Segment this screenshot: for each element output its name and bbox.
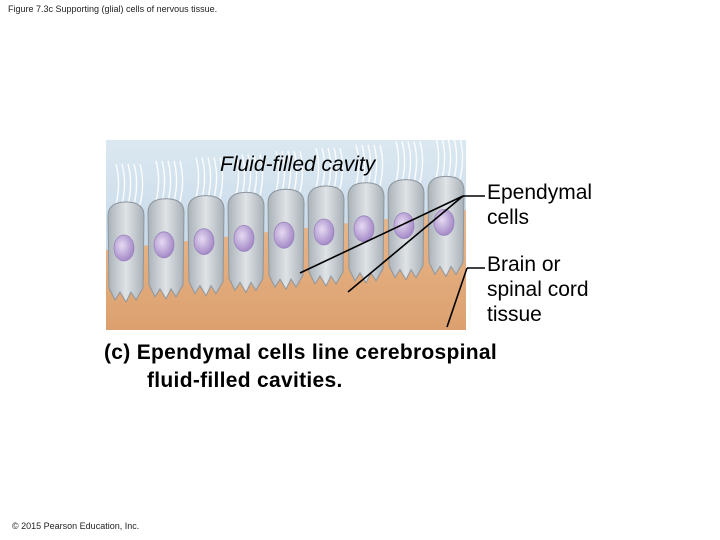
caption-line1: (c) Ependymal cells line cerebrospinal <box>104 341 498 364</box>
figure-caption: (c) Ependymal cells line cerebrospinal f… <box>104 339 497 395</box>
label-fluid-filled-cavity: Fluid-filled cavity <box>220 153 376 176</box>
cell-nucleus <box>273 221 295 249</box>
label-brain-spinal-tissue: Brain or spinal cord tissue <box>487 252 589 327</box>
cell-nucleus <box>233 225 255 252</box>
cell-nucleus <box>313 218 335 246</box>
cell-nucleus <box>393 212 415 239</box>
label-ependymal-line1: Ependymal <box>487 181 593 204</box>
label-brain-line2: spinal cord <box>487 278 589 301</box>
cell-nucleus <box>153 231 175 259</box>
figure-title: Figure 7.3c Supporting (glial) cells of … <box>8 4 218 14</box>
cell-nucleus <box>193 228 215 255</box>
label-brain-line1: Brain or <box>487 253 561 276</box>
label-ependymal-line2: cells <box>487 206 530 229</box>
cell-nucleus <box>433 209 455 236</box>
label-brain-line3: tissue <box>487 303 542 326</box>
label-ependymal-cells: Ependymal cells <box>487 180 592 230</box>
cell-nucleus <box>353 215 375 243</box>
cell-nucleus <box>113 234 135 262</box>
caption-line2: fluid-filled cavities. <box>147 369 343 392</box>
copyright-notice: © 2015 Pearson Education, Inc. <box>12 521 140 531</box>
